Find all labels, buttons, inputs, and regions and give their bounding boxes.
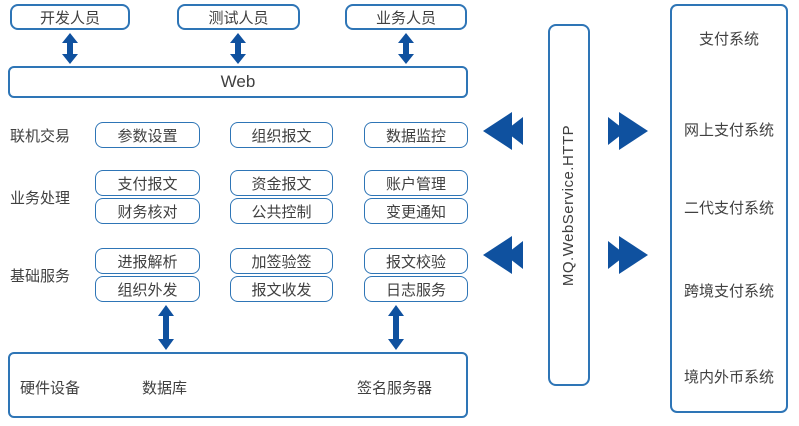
module-box-parameter-settings: 参数设置 — [95, 122, 200, 148]
hardware-item-signature-server: 签名服务器 — [357, 380, 433, 397]
payment-panel-title: 支付系统 — [698, 31, 759, 48]
layer-label-online-transaction: 联机交易 — [10, 127, 71, 145]
module-box-inbound-parsing: 进报解析 — [95, 248, 200, 274]
double-chevron-right-icon — [608, 236, 648, 274]
double-chevron-left-icon — [483, 112, 523, 150]
payment-systems-panel: 支付系统 网上支付系统 二代支付系统 跨境支付系统 境内外币系统 — [670, 4, 788, 413]
payment-system-item-cross-border: 跨境支付系统 — [683, 283, 774, 300]
middleware-bus-box: MQ.WebService.HTTP — [548, 24, 590, 386]
module-box-log-service: 日志服务 — [364, 276, 468, 302]
layer-label-business-processing: 业务处理 — [10, 189, 71, 207]
double-chevron-right-icon — [608, 112, 648, 150]
module-box-funds-message: 资金报文 — [230, 170, 333, 196]
module-box-message-assembly: 组织报文 — [230, 122, 333, 148]
module-box-common-control: 公共控制 — [230, 198, 333, 224]
double-arrow-vertical-icon — [62, 33, 78, 64]
payment-system-item-domestic-fx: 境内外币系统 — [683, 369, 774, 386]
double-arrow-vertical-icon — [388, 305, 404, 350]
hardware-box — [8, 352, 468, 418]
web-layer-box: Web — [8, 66, 468, 98]
double-arrow-vertical-icon — [230, 33, 246, 64]
module-box-payment-message: 支付报文 — [95, 170, 200, 196]
double-chevron-left-icon — [483, 236, 523, 274]
payment-system-item-second-gen: 二代支付系统 — [683, 200, 774, 217]
double-arrow-vertical-icon — [158, 305, 174, 350]
module-box-sign-verify: 加签验签 — [230, 248, 333, 274]
hardware-layer-label: 硬件设备 — [20, 380, 81, 397]
actor-box-testers: 测试人员 — [177, 4, 300, 30]
layer-label-basic-services: 基础服务 — [10, 267, 71, 285]
module-box-message-transceiver: 报文收发 — [230, 276, 333, 302]
module-box-change-notification: 变更通知 — [364, 198, 468, 224]
actor-box-developers: 开发人员 — [10, 4, 130, 30]
actor-box-business: 业务人员 — [345, 4, 467, 30]
module-box-message-validation: 报文校验 — [364, 248, 468, 274]
module-box-data-monitoring: 数据监控 — [364, 122, 468, 148]
module-box-account-management: 账户管理 — [364, 170, 468, 196]
payment-system-item-online: 网上支付系统 — [683, 122, 774, 139]
middleware-bus-label: MQ.WebService.HTTP — [560, 124, 578, 286]
hardware-item-database: 数据库 — [142, 380, 188, 397]
module-box-outbound-assembly: 组织外发 — [95, 276, 200, 302]
module-box-financial-reconciliation: 财务核对 — [95, 198, 200, 224]
double-arrow-vertical-icon — [398, 33, 414, 64]
